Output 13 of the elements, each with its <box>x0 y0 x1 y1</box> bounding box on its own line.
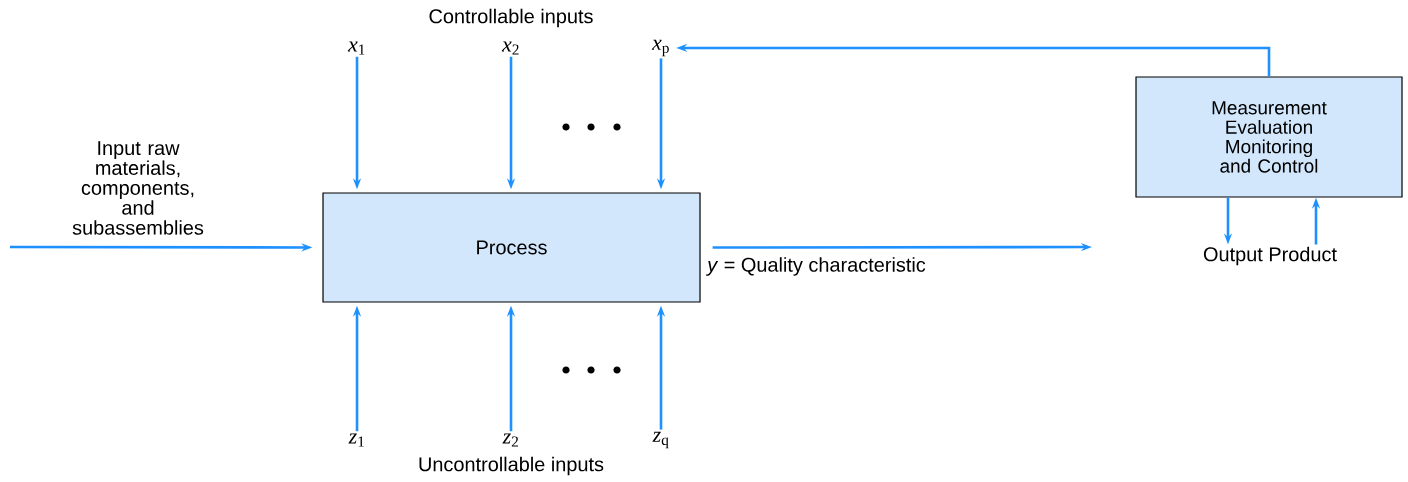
group-label: Controllable inputs <box>429 8 593 28</box>
measurement-box: Measurement Evaluation Monitoring and Control <box>1135 76 1403 198</box>
edge-label: Input raw materials, components, and subassemblies <box>72 141 204 235</box>
edge-label: y = Quality characteristic <box>706 257 926 276</box>
variable-label: x$_{1}$ <box>347 41 365 55</box>
process-box: Process <box>322 192 701 303</box>
variable-label: x$_{2}$ <box>501 41 519 55</box>
variable-label: z$_{q}$ <box>652 431 669 449</box>
group-label: Uncontrollable inputs <box>419 456 604 476</box>
output-label: Output Product <box>1203 246 1337 266</box>
variable-label: z$_{1}$ <box>348 433 364 447</box>
variable-label: x$_{p}$ <box>651 39 669 57</box>
variable-label: z$_{2}$ <box>502 433 518 447</box>
